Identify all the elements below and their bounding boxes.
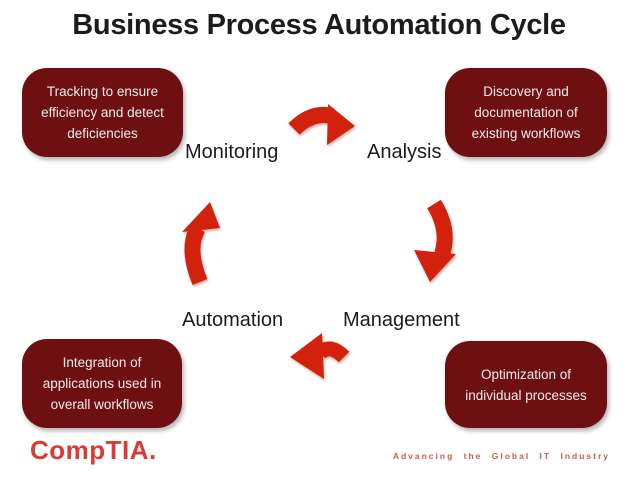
callout-monitoring-text: Tracking to ensure efficiency and detect… bbox=[41, 84, 164, 141]
curved-down-arrow-icon bbox=[414, 199, 456, 282]
stage-label-analysis: Analysis bbox=[367, 141, 442, 163]
comptia-logo: CompTIA. bbox=[30, 435, 157, 465]
arrow-management-to-automation bbox=[286, 331, 350, 383]
stage-label-management: Management bbox=[343, 309, 460, 331]
callout-monitoring: Tracking to ensure efficiency and detect… bbox=[22, 68, 183, 157]
callout-automation-text: Integration of applications used in over… bbox=[42, 355, 162, 412]
callout-management-text: Optimization of individual processes bbox=[465, 366, 587, 403]
arrow-automation-to-monitoring bbox=[178, 198, 230, 288]
arrow-analysis-to-management bbox=[404, 196, 462, 286]
curved-left-arrow-icon bbox=[290, 333, 350, 379]
comptia-tagline: Advancing the Global IT Industry bbox=[392, 451, 610, 461]
curved-right-arrow-icon bbox=[288, 104, 355, 145]
stage-label-automation: Automation bbox=[182, 309, 284, 331]
callout-automation: Integration of applications used in over… bbox=[22, 339, 182, 428]
stage-label-monitoring: Monitoring bbox=[185, 141, 279, 163]
curved-up-arrow-icon bbox=[182, 202, 220, 286]
callout-management: Optimization of individual processes bbox=[445, 341, 607, 428]
arrow-monitoring-to-analysis bbox=[286, 101, 358, 149]
callout-analysis-text: Discovery and documentation of existing … bbox=[471, 84, 581, 141]
callout-analysis: Discovery and documentation of existing … bbox=[445, 68, 607, 157]
page-title: Business Process Automation Cycle bbox=[72, 9, 566, 41]
